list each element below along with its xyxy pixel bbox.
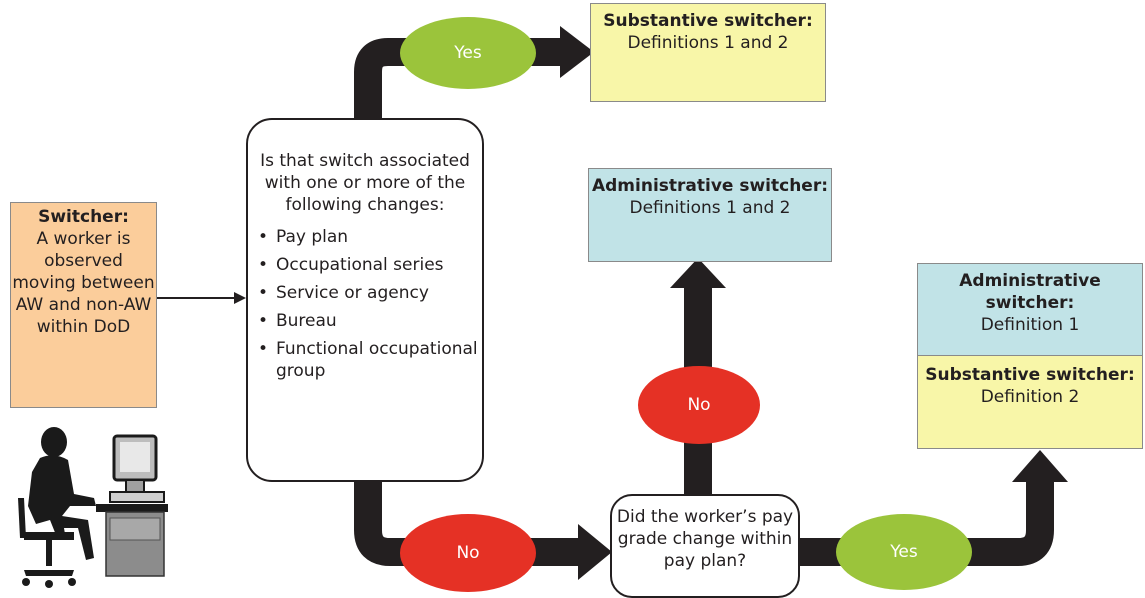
arrowhead-thin [234, 292, 246, 304]
question-box: Is that switch associated with one or mo… [246, 118, 484, 482]
outcome-title: Administrative switcher: [591, 176, 829, 196]
paygrade-question: Did the worker’s pay grade change within… [616, 507, 794, 571]
change-list: Pay plan Occupational series Service or … [248, 226, 482, 382]
switcher-title: Switcher: [38, 207, 129, 227]
question-intro: Is that switch associated with one or mo… [260, 151, 470, 215]
person-at-computer-icon [18, 427, 168, 588]
outcome-body: Definitions 1 and 2 [629, 198, 791, 218]
decision-no-bottom: No [400, 514, 536, 592]
arrowhead-no-bottom [578, 524, 612, 580]
outcome-body: Definition 2 [980, 387, 1080, 407]
outcome-body: Definitions 1 and 2 [627, 33, 789, 53]
list-item: Occupational series [258, 254, 482, 276]
arrowhead-no-mid [670, 258, 726, 288]
arrow-yes-to-substantive [354, 38, 568, 118]
arrow-no-to-paygrade [354, 482, 582, 566]
arrowhead-yes-top [560, 26, 594, 78]
list-item: Bureau [258, 310, 482, 332]
decision-yes-top: Yes [400, 17, 536, 89]
list-item: Service or agency [258, 282, 482, 304]
substantive-switcher-box-top: Substantive switcher: Definitions 1 and … [590, 3, 826, 102]
paygrade-question-box: Did the worker’s pay grade change within… [610, 494, 800, 598]
arrow-yes-to-right [798, 478, 1054, 566]
outcome-title: Administrative switcher: [959, 271, 1101, 313]
list-item: Functional occupational group [258, 338, 482, 382]
outcome-title: Substantive switcher: [603, 11, 813, 31]
arrowhead-yes-right [1012, 450, 1068, 482]
administrative-switcher-box-right: Administrative switcher: Definition 1 [917, 263, 1143, 355]
outcome-title: Substantive switcher: [925, 365, 1135, 385]
decision-yes-bottom: Yes [836, 514, 972, 590]
administrative-switcher-box-mid: Administrative switcher: Definitions 1 a… [588, 168, 832, 262]
list-item: Pay plan [258, 226, 482, 248]
switcher-body: A worker is observed moving between AW a… [12, 229, 155, 337]
decision-no-mid: No [638, 366, 760, 444]
outcome-body: Definition 1 [980, 315, 1080, 335]
substantive-switcher-box-right: Substantive switcher: Definition 2 [917, 355, 1143, 449]
switcher-box: Switcher: A worker is observed moving be… [10, 202, 157, 408]
